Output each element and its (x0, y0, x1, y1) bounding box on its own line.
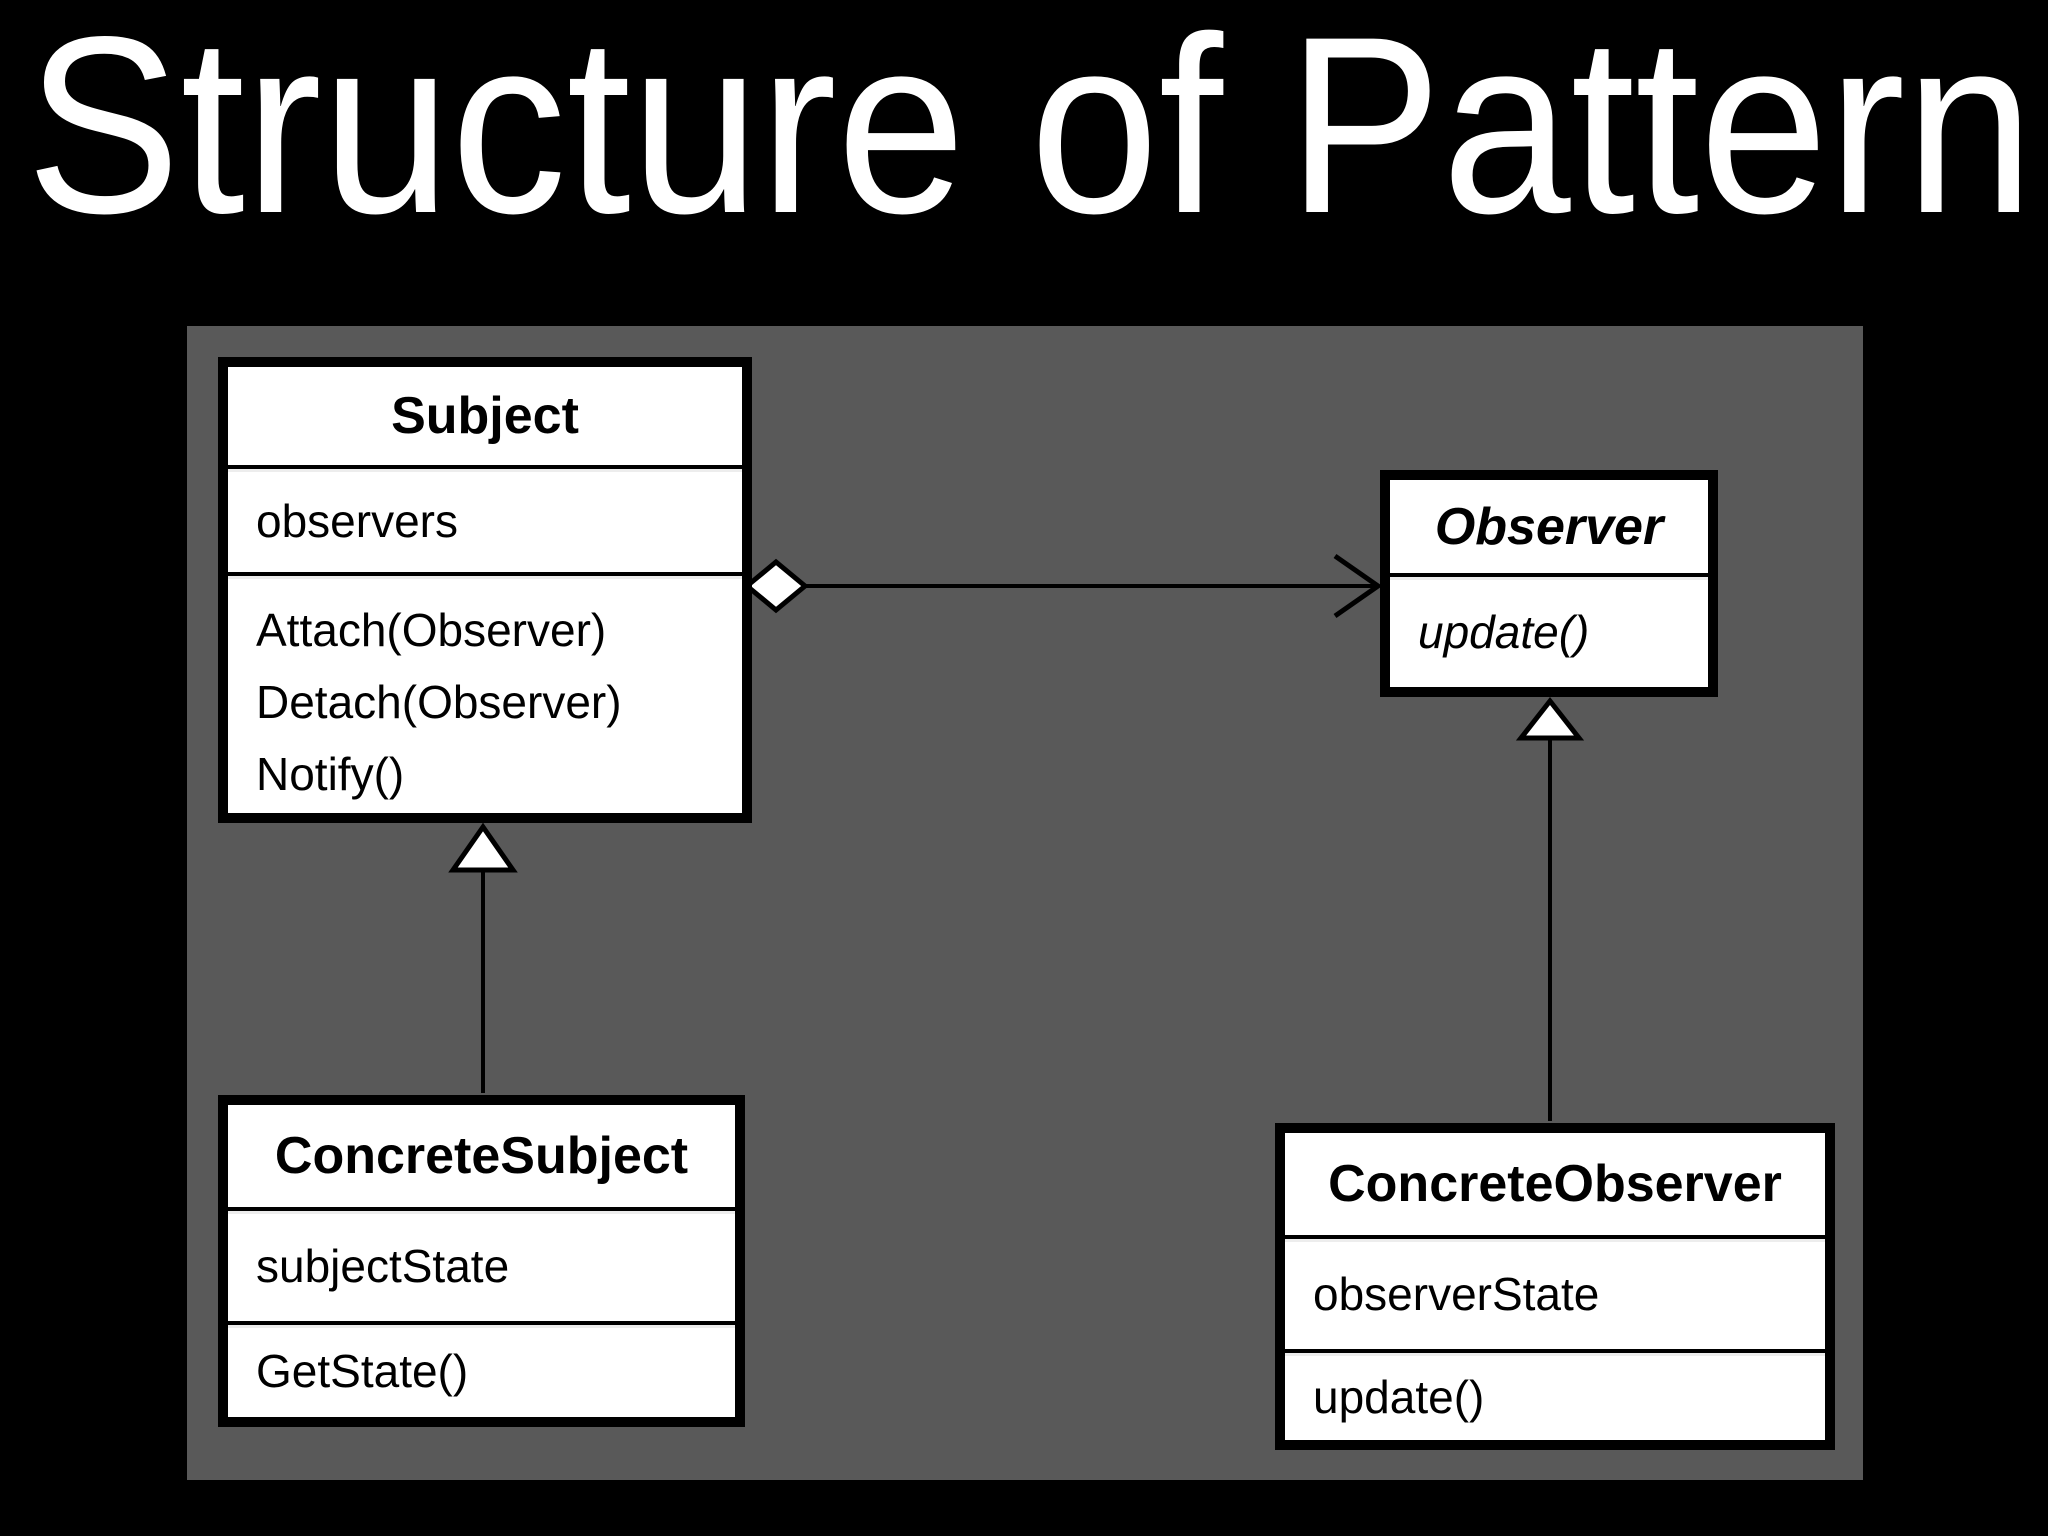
slide-title-area: Structure of Pattern (26, 0, 2034, 266)
attribute-subject-state: subjectState (228, 1207, 735, 1321)
method-update-abstract: update() (1390, 573, 1708, 687)
method-attach: Attach(Observer) (256, 604, 607, 656)
open-arrowhead-icon (1333, 553, 1383, 619)
inheritance-triangle-observer-icon (1515, 696, 1585, 741)
attribute-observers: observers (228, 465, 742, 572)
class-name-concrete-subject: ConcreteSubject (274, 1127, 689, 1185)
method-notify: Notify() (256, 748, 405, 800)
aggregation-diamond-icon (743, 558, 809, 614)
uml-class-concrete-subject: ConcreteSubject subjectState GetState() (218, 1095, 745, 1427)
class-name-concrete-observer: ConcreteObserver (1328, 1155, 1782, 1213)
uml-class-observer: Observer update() (1380, 470, 1718, 697)
method-update: update() (1285, 1349, 1825, 1440)
method-get-state: GetState() (228, 1321, 735, 1417)
methods-subject: Attach(Observer) Detach(Observer) Notify… (228, 572, 742, 813)
inheritance-triangle-subject-icon (448, 822, 518, 873)
attribute-observer-state: observerState (1285, 1235, 1825, 1349)
uml-class-subject: Subject observers Attach(Observer) Detac… (218, 357, 752, 823)
class-name-observer: Observer (1434, 497, 1664, 556)
method-detach: Detach(Observer) (256, 676, 622, 728)
class-name-subject: Subject (391, 387, 579, 445)
page-title: Structure of Pattern (26, 0, 2034, 266)
uml-class-concrete-observer: ConcreteObserver observerState update() (1275, 1123, 1835, 1450)
